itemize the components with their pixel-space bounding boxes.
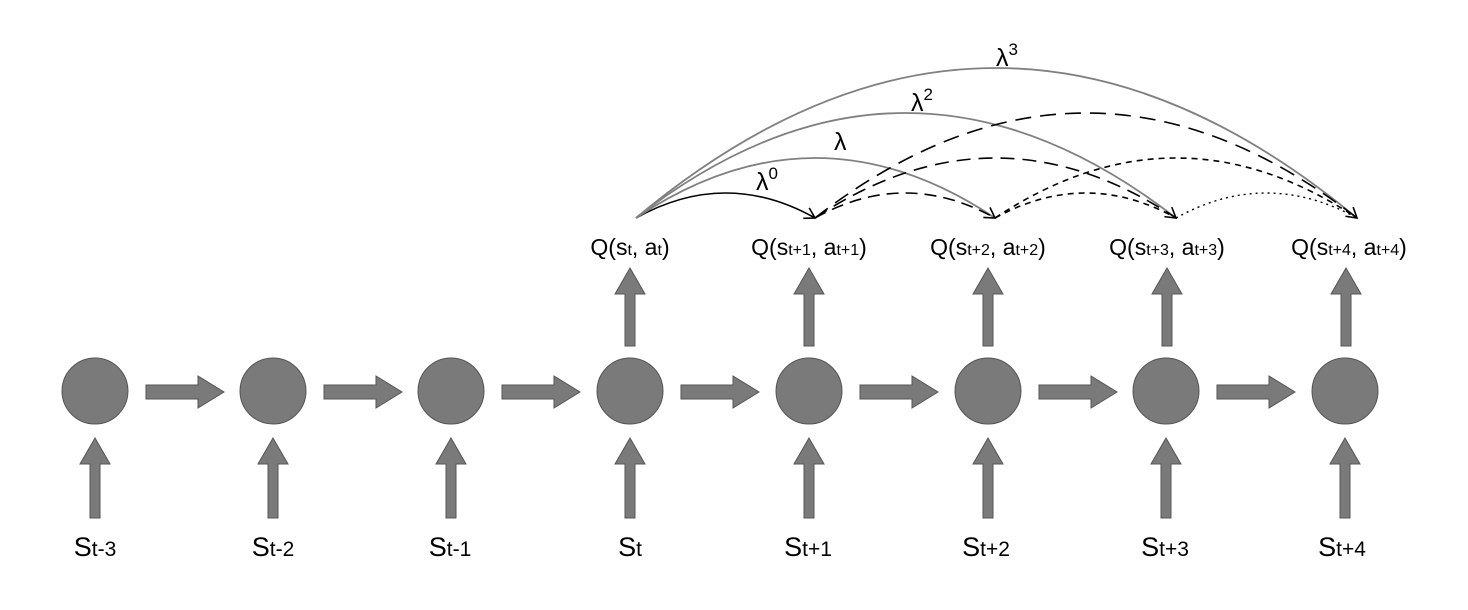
horizontal-arrows	[145, 375, 1296, 409]
state-label: St+3	[1141, 532, 1189, 562]
up-arrow-input	[79, 436, 111, 519]
up-arrow-input	[1329, 436, 1361, 519]
dashed-arc-1-to-4	[814, 112, 1358, 219]
right-arrow	[1038, 375, 1118, 409]
state-label: St+4	[1318, 532, 1366, 562]
state-node	[775, 357, 843, 425]
state-label: St+1	[784, 532, 832, 562]
right-arrow	[1216, 375, 1296, 409]
up-arrow-to-q	[1330, 266, 1362, 347]
state-label: St+2	[962, 532, 1010, 562]
lambda-0-arc	[635, 192, 817, 220]
right-arrow	[859, 375, 939, 409]
state-label: St-3	[74, 532, 117, 562]
q-value-label: Q(st+1, at+1)	[751, 234, 867, 260]
lambda-3-label: λ3	[996, 40, 1018, 72]
dashed-arc-2-to-4	[994, 157, 1358, 219]
input-up-arrows	[79, 436, 1361, 519]
dashed-arc-1-to-3	[814, 157, 1177, 219]
lambda-3-arc	[635, 67, 1359, 219]
q-value-label: Q(st+2, at+2)	[930, 234, 1046, 260]
lambda-1-arc	[635, 157, 997, 219]
state-node	[239, 357, 307, 425]
lambda-1-label: λ	[834, 128, 847, 156]
state-label: St	[618, 532, 642, 562]
lambda-2-label: λ2	[911, 85, 933, 117]
dashed-arcs	[814, 112, 1358, 219]
up-arrow-to-q	[793, 266, 825, 347]
right-arrow	[680, 375, 760, 409]
state-node	[1311, 357, 1379, 425]
right-arrow	[145, 375, 225, 409]
lambda-arcs	[635, 67, 1359, 220]
q-value-label: Q(st, at)	[590, 234, 669, 260]
up-arrow-input	[435, 436, 467, 519]
q-up-arrows	[614, 266, 1362, 347]
dashed-arc-1-to-2	[814, 192, 996, 219]
q-value-labels: Q(st, at) Q(st+1, at+1) Q(st+2, at+2) Q(…	[590, 234, 1406, 260]
up-arrow-input	[614, 436, 646, 519]
q-value-label: Q(st+4, at+4)	[1291, 234, 1407, 260]
state-label: St-1	[429, 532, 472, 562]
state-node	[61, 357, 129, 425]
lambda-0-label: λ0	[756, 164, 778, 196]
up-arrow-input	[793, 436, 825, 519]
state-label: St-2	[252, 532, 295, 562]
up-arrow-to-q	[614, 266, 646, 347]
lambda-labels: λ0 λ λ2 λ3	[756, 40, 1018, 196]
state-node	[954, 357, 1022, 425]
state-node	[596, 357, 664, 425]
dashed-arc-2-to-3	[994, 192, 1177, 219]
right-arrow	[323, 375, 403, 409]
q-value-label: Q(st+3, at+3)	[1109, 234, 1225, 260]
state-labels: St-3 St-2 St-1 St St+1 St+2 St+3 St+4	[74, 532, 1366, 562]
up-arrow-to-q	[972, 266, 1004, 347]
up-arrow-input	[972, 436, 1004, 519]
right-arrow	[501, 375, 581, 409]
state-node	[417, 357, 485, 425]
lambda-2-arc	[635, 112, 1178, 219]
state-node	[1132, 357, 1200, 425]
dotted-arc-3-to-4	[1175, 192, 1358, 219]
up-arrow-input	[1150, 436, 1182, 519]
up-arrow-input	[257, 436, 289, 519]
up-arrow-to-q	[1151, 266, 1183, 347]
state-nodes	[61, 357, 1379, 425]
